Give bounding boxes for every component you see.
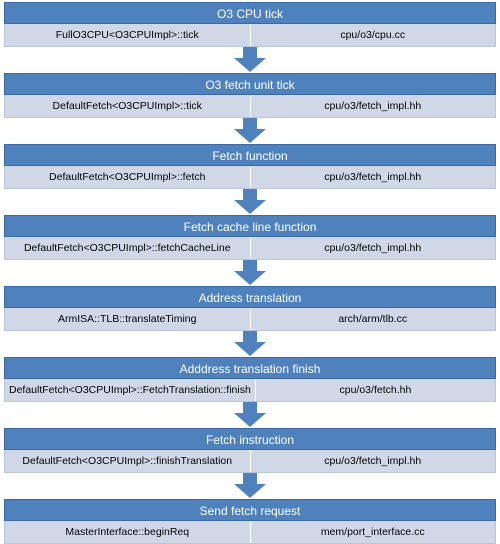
source-file: mem/port_interface.cc — [320, 525, 425, 538]
source-file: arch/arm/tlb.cc — [338, 312, 408, 325]
stage-title: Address translation — [4, 286, 496, 308]
stage-title: Fetch instruction — [4, 428, 496, 450]
down-arrow-icon — [234, 331, 266, 356]
stage-translation-finish: Adddress translation finish DefaultFetch… — [4, 357, 496, 402]
function-name: FullO3CPU<O3CPUImpl>::tick — [5, 24, 251, 46]
source-file: cpu/o3/fetch_impl.hh — [324, 170, 422, 183]
function-name: DefaultFetch<O3CPUImpl>::FetchTranslatio… — [5, 379, 256, 401]
stage-cpu-tick: O3 CPU tick FullO3CPU<O3CPUImpl>::tick c… — [4, 2, 496, 47]
stage-detail-row: FullO3CPU<O3CPUImpl>::tick cpu/o3/cpu.cc — [4, 24, 496, 47]
down-arrow-icon — [234, 260, 266, 285]
stage-fetch-function: Fetch function DefaultFetch<O3CPUImpl>::… — [4, 144, 496, 189]
down-arrow-icon — [234, 118, 266, 143]
function-name: DefaultFetch<O3CPUImpl>::fetchCacheLine — [5, 237, 251, 259]
source-file: cpu/o3/fetch.hh — [339, 383, 412, 396]
function-name: ArmISA::TLB::translateTiming — [5, 308, 251, 330]
stage-title: Fetch function — [4, 144, 496, 166]
down-arrow-icon — [234, 189, 266, 214]
function-name: MasterInterface::beginReq — [5, 521, 251, 543]
stage-title: O3 CPU tick — [4, 2, 496, 24]
stage-fetch-instruction: Fetch instruction DefaultFetch<O3CPUImpl… — [4, 428, 496, 473]
source-file: cpu/o3/fetch_impl.hh — [324, 454, 422, 467]
source-file: cpu/o3/cpu.cc — [340, 28, 406, 41]
stage-detail-row: ArmISA::TLB::translateTiming arch/arm/tl… — [4, 308, 496, 331]
stage-title: Fetch cache line function — [4, 215, 496, 237]
down-arrow-icon — [234, 402, 266, 427]
stage-title: O3 fetch unit tick — [4, 73, 496, 95]
stage-detail-row: DefaultFetch<O3CPUImpl>::fetch cpu/o3/fe… — [4, 166, 496, 189]
stage-title: Send fetch request — [4, 499, 496, 521]
stage-fetch-unit-tick: O3 fetch unit tick DefaultFetch<O3CPUImp… — [4, 73, 496, 118]
stage-address-translation: Address translation ArmISA::TLB::transla… — [4, 286, 496, 331]
stage-detail-row: DefaultFetch<O3CPUImpl>::finishTranslati… — [4, 450, 496, 473]
stage-detail-row: MasterInterface::beginReq mem/port_inter… — [4, 521, 496, 544]
stage-title: Adddress translation finish — [4, 357, 496, 379]
stage-send-fetch-request: Send fetch request MasterInterface::begi… — [4, 499, 496, 544]
source-file: cpu/o3/fetch_impl.hh — [324, 241, 422, 254]
down-arrow-icon — [234, 47, 266, 72]
source-file: cpu/o3/fetch_impl.hh — [324, 99, 422, 112]
stage-fetch-cache-line: Fetch cache line function DefaultFetch<O… — [4, 215, 496, 260]
function-name: DefaultFetch<O3CPUImpl>::tick — [5, 95, 251, 117]
stage-detail-row: DefaultFetch<O3CPUImpl>::FetchTranslatio… — [4, 379, 496, 402]
flow-diagram: O3 CPU tick FullO3CPU<O3CPUImpl>::tick c… — [4, 0, 496, 544]
stage-detail-row: DefaultFetch<O3CPUImpl>::tick cpu/o3/fet… — [4, 95, 496, 118]
function-name: DefaultFetch<O3CPUImpl>::fetch — [5, 166, 251, 188]
down-arrow-icon — [234, 473, 266, 498]
stage-detail-row: DefaultFetch<O3CPUImpl>::fetchCacheLine … — [4, 237, 496, 260]
function-name: DefaultFetch<O3CPUImpl>::finishTranslati… — [5, 450, 251, 472]
